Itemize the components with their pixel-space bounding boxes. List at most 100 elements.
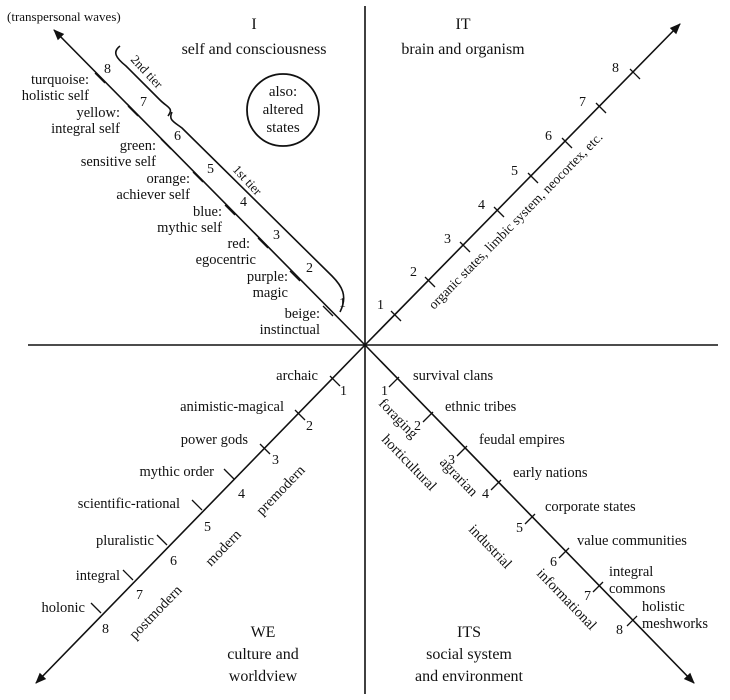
lr-tick-2 xyxy=(422,411,434,423)
ul-level-6: 6 green: sensitive self xyxy=(81,129,181,170)
ll-level-6-number: 6 xyxy=(170,554,177,569)
ur-level-1-number: 1 xyxy=(377,298,384,313)
ur-axis-label: organic states, limbic system, neocortex… xyxy=(425,129,605,312)
ul-level-3-color: red: xyxy=(227,236,250,252)
ul-level-7: 7 yellow: integral self xyxy=(51,95,147,137)
ul-tick-8 xyxy=(94,72,106,84)
lr-quadrant-title-line1: social system xyxy=(426,646,512,663)
ul-level-8-color: turquoise: xyxy=(31,72,89,88)
ul-level-2-self: magic xyxy=(253,285,288,301)
ur-level-6-number: 6 xyxy=(545,129,552,144)
lr-tick-4 xyxy=(490,479,502,491)
ul-level-2: 2 purple: magic xyxy=(247,261,313,301)
ll-tick-2 xyxy=(294,409,306,421)
altered-states-line3: states xyxy=(266,120,299,136)
ll-level-6-label: pluralistic xyxy=(96,533,154,549)
lr-tick-5 xyxy=(524,513,536,525)
ll-level-7-number: 7 xyxy=(136,588,143,603)
ur-quadrant-title: brain and organism xyxy=(401,41,525,58)
ll-level-1: 1 archaic xyxy=(276,368,347,399)
ur-tick-1 xyxy=(390,310,402,322)
lr-tick-6 xyxy=(558,547,570,559)
ll-level-6: 6 pluralistic xyxy=(96,533,177,569)
lr-level-4-number: 4 xyxy=(482,487,489,502)
ll-axis-arrow xyxy=(35,344,366,684)
ul-level-4-self: mythic self xyxy=(157,220,222,236)
ur-tick-3 xyxy=(459,241,471,253)
ul-tick-5 xyxy=(192,171,204,183)
ul-level-8: 8 turquoise: holistic self xyxy=(22,62,111,104)
ur-level-3-number: 3 xyxy=(444,232,451,247)
ll-level-3-number: 3 xyxy=(272,453,279,468)
ll-level-7: 7 integral xyxy=(76,568,143,603)
lr-quadrant-code: ITS xyxy=(457,624,481,641)
ur-tick-7 xyxy=(595,102,607,114)
ur-tick-5 xyxy=(527,172,539,184)
altered-states-line2: altered xyxy=(263,102,304,118)
ul-level-1-color: beige: xyxy=(285,306,320,322)
ul-level-3: 3 red: egocentric xyxy=(196,228,280,268)
lr-level-5: 5 corporate states xyxy=(516,499,636,536)
lr-tick-1 xyxy=(388,376,400,388)
ul-tick-6 xyxy=(160,138,172,150)
lr-level-6: 6 value communities xyxy=(550,533,687,570)
ul-level-1-number: 1 xyxy=(339,296,346,311)
ur-tick-8 xyxy=(629,68,641,80)
ll-level-4-number: 4 xyxy=(238,487,245,502)
lr-axis-arrow xyxy=(364,344,695,684)
ul-quadrant-title: self and consciousness xyxy=(182,41,327,58)
ll-quadrant-title-line1: culture and xyxy=(227,646,299,663)
ll-level-5-label: scientific-rational xyxy=(78,496,180,512)
lr-level-7-label-line1: integral xyxy=(609,564,653,580)
ll-tick-5 xyxy=(191,499,203,511)
lr-level-2: 2 ethnic tribes xyxy=(414,399,517,434)
agrarian-label: agrarian xyxy=(436,455,481,501)
ur-tick-4 xyxy=(493,206,505,218)
ur-quadrant-code: IT xyxy=(455,16,470,33)
lr-level-1: 1 survival clans xyxy=(381,368,493,399)
ul-level-1-self: instinctual xyxy=(260,322,320,338)
ll-level-5: 5 scientific-rational xyxy=(78,496,211,535)
lr-tick-7 xyxy=(592,581,604,593)
ll-tick-8 xyxy=(90,602,102,614)
second-tier-bracket xyxy=(114,45,172,117)
lr-quadrant-title-line2: and environment xyxy=(415,668,524,685)
lr-level-3: 3 feudal empires xyxy=(448,432,565,468)
ul-level-2-color: purple: xyxy=(247,269,288,285)
first-tier-bracket xyxy=(169,111,345,313)
lr-level-2-label: ethnic tribes xyxy=(445,399,517,415)
lr-level-5-number: 5 xyxy=(516,521,523,536)
ul-level-5-self: achiever self xyxy=(116,187,190,203)
ul-level-5-number: 5 xyxy=(207,162,214,177)
lr-levels: 1 survival clans 2 ethnic tribes 3 feuda… xyxy=(381,368,708,638)
lr-level-1-number: 1 xyxy=(381,384,388,399)
ul-level-4-number: 4 xyxy=(240,195,247,210)
ll-level-4-label: mythic order xyxy=(140,464,215,480)
ul-level-6-number: 6 xyxy=(174,129,181,144)
ul-level-7-number: 7 xyxy=(140,95,147,110)
ur-level-5-number: 5 xyxy=(511,164,518,179)
lr-level-8: 8 holistic meshworks xyxy=(616,599,708,638)
lr-tick-3 xyxy=(456,445,468,457)
ul-level-4: 4 blue: mythic self xyxy=(157,195,247,236)
lr-level-7: 7 integral commons xyxy=(584,564,666,604)
ur-level-8-number: 8 xyxy=(612,61,619,76)
ul-tick-4 xyxy=(224,204,236,216)
ur-levels: 1 2 3 4 5 6 7 8 xyxy=(377,61,641,322)
ur-level-4-number: 4 xyxy=(478,198,485,213)
ul-level-2-number: 2 xyxy=(306,261,313,276)
second-tier-label: 2nd tier xyxy=(128,52,167,92)
ul-level-5-color: orange: xyxy=(147,171,190,187)
transpersonal-waves-label: (transpersonal waves) xyxy=(7,9,121,24)
ul-axis-arrow xyxy=(53,29,366,346)
ll-level-3-label: power gods xyxy=(181,432,249,448)
ll-quadrant-title-line2: worldview xyxy=(229,668,298,685)
ul-tick-3 xyxy=(257,237,269,249)
ul-level-5: 5 orange: achiever self xyxy=(116,162,214,203)
ul-tick-7 xyxy=(127,105,139,117)
ll-tick-7 xyxy=(122,569,134,581)
ul-level-7-self: integral self xyxy=(51,121,120,137)
ul-level-3-number: 3 xyxy=(273,228,280,243)
lr-tick-8 xyxy=(626,615,638,627)
